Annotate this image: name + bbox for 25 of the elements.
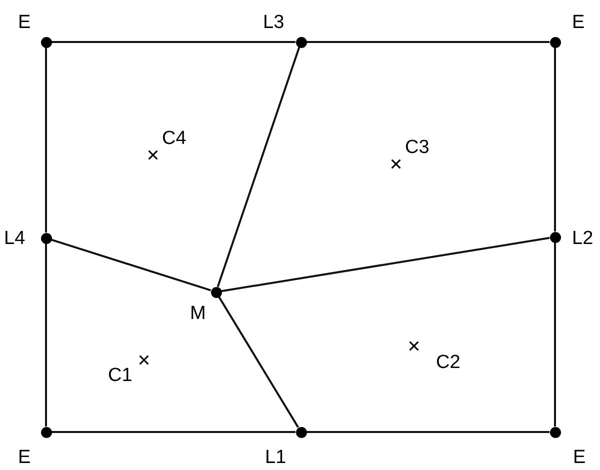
cell-label: C4	[162, 129, 186, 148]
vertex-label: E	[18, 13, 31, 32]
mesh-edge-line	[45, 244, 47, 426]
vertex-label: M	[190, 304, 206, 323]
vertex-label: L4	[4, 229, 26, 248]
mesh-edge-line	[218, 296, 299, 428]
cell-label: C1	[108, 366, 132, 385]
mesh-edge-line	[554, 242, 556, 426]
mesh-edge-line	[216, 46, 300, 288]
mesh-edge-line	[52, 431, 296, 433]
mesh-edge-line	[554, 48, 556, 232]
mesh-edge-line	[50, 238, 212, 292]
mesh-edge-line	[306, 41, 550, 43]
vertex-label: E	[18, 448, 31, 467]
mesh-edge-line	[45, 48, 47, 232]
vertex-label: L1	[265, 448, 286, 467]
vertex-label: E	[572, 13, 585, 32]
vertex-label: L3	[263, 13, 284, 32]
vertex-label: E	[573, 448, 586, 467]
cell-label: C3	[405, 138, 430, 157]
mesh-edge-line	[306, 431, 550, 433]
mesh-edge-line	[52, 41, 296, 43]
cell-label: C2	[436, 353, 460, 372]
vertex-label: L2	[572, 229, 594, 248]
mesh-edge-line	[221, 236, 550, 292]
